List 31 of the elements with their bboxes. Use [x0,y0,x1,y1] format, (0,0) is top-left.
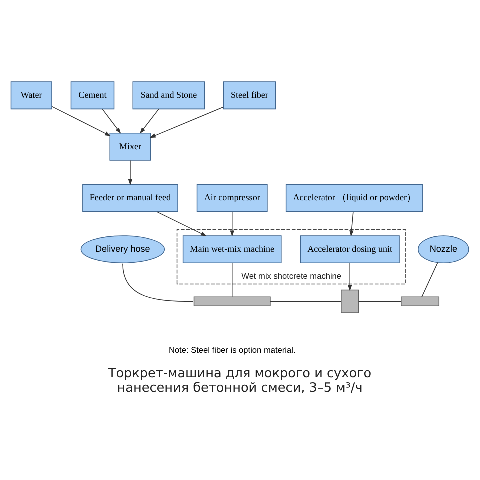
connector [122,263,194,302]
node-box: Water [10,81,52,110]
arrow [150,106,224,138]
label: Note: Steel fiber is option material. [168,344,296,354]
arrow [128,160,133,185]
arrow [156,211,208,236]
node-box: Mixer [110,132,152,160]
connector [232,262,233,297]
node-ellipse: Nozzle [418,235,470,264]
caption: Торкрет-машина для мокрого и сухого нанесения бетонной смеси, 3–5 м³/ч [108,366,372,396]
node-bar [194,296,271,306]
node-box: Feeder or manual feed [82,184,178,212]
node-box: Accelerator （liquid or powder） [286,184,424,212]
connector [422,262,438,297]
arrow [102,108,122,134]
node-box: Main wet-mix machine [182,235,282,264]
connector [270,300,342,302]
node-ellipse: Delivery hose [80,235,166,264]
connector [358,300,402,302]
arrow [230,211,234,236]
node-bar [401,296,440,306]
node-box [341,289,360,313]
arrow [52,106,112,136]
node-box: Cement [70,81,115,110]
arrow [350,211,354,236]
node-box: Air compressor [196,184,268,212]
node-box: Accelerator dosing unit [300,235,400,264]
arrow [348,262,352,291]
node-box: Steel fiber [223,81,276,110]
node-box: Sand and Stone [132,81,206,110]
arrow [140,108,160,134]
